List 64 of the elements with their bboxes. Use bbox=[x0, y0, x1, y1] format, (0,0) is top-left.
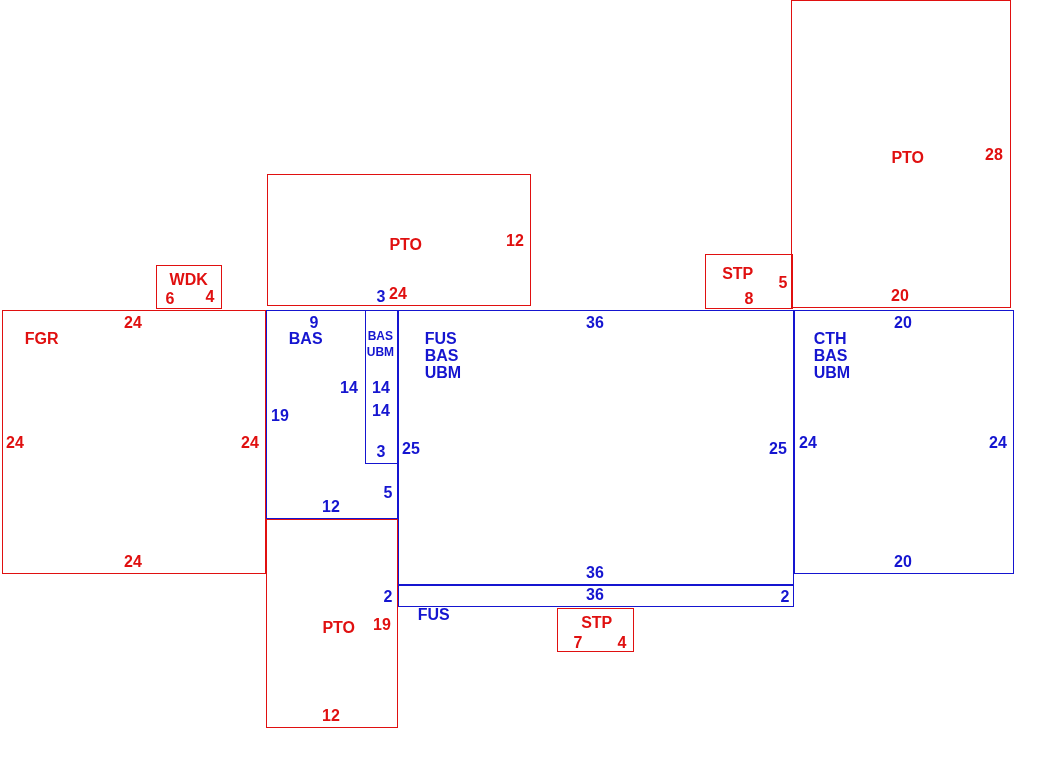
room-code: FUS bbox=[417, 605, 450, 623]
dimension-label: 4 bbox=[617, 633, 627, 651]
dimension-label: 25 bbox=[769, 439, 787, 457]
dimension-label: 36 bbox=[586, 313, 604, 331]
dimension-label: 8 bbox=[744, 289, 754, 307]
room-code: PTO bbox=[389, 235, 422, 253]
dimension-label: 4 bbox=[205, 287, 215, 305]
room-outline bbox=[156, 265, 222, 309]
room-outline bbox=[794, 310, 1014, 574]
dimension-label: 24 bbox=[799, 433, 817, 451]
dimension-label: 3 bbox=[376, 442, 386, 460]
dimension-label: 7 bbox=[573, 633, 583, 651]
room-outline bbox=[398, 310, 794, 585]
dimension-label: 6 bbox=[165, 289, 175, 307]
dimension-label: 24 bbox=[6, 433, 24, 451]
dimension-label: 36 bbox=[586, 563, 604, 581]
dimension-label: 14 bbox=[372, 378, 390, 396]
room-code: STP bbox=[581, 613, 613, 631]
room-outline bbox=[557, 608, 634, 652]
room-outline bbox=[267, 174, 531, 306]
room-code: FUS bbox=[424, 329, 457, 347]
dimension-label: 12 bbox=[506, 231, 524, 249]
dimension-label: 14 bbox=[340, 378, 358, 396]
dimension-label: 2 bbox=[383, 587, 393, 605]
dimension-label: 24 bbox=[124, 552, 142, 570]
dimension-label: 24 bbox=[241, 433, 259, 451]
dimension-label: 24 bbox=[989, 433, 1007, 451]
dimension-label: 28 bbox=[985, 145, 1003, 163]
dimension-label: 19 bbox=[373, 615, 391, 633]
room-code: CTH bbox=[813, 329, 847, 347]
dimension-label: 20 bbox=[894, 313, 912, 331]
room-code: BAS bbox=[367, 329, 394, 343]
dimension-label: 12 bbox=[322, 706, 340, 724]
room-outline bbox=[266, 519, 398, 728]
room-code: WDK bbox=[169, 270, 208, 288]
room-code: UBM bbox=[813, 363, 851, 381]
room-code: BAS bbox=[288, 329, 323, 347]
room-outline bbox=[705, 254, 793, 309]
dimension-label: 12 bbox=[322, 497, 340, 515]
dimension-label: 24 bbox=[389, 284, 407, 302]
room-code: BAS bbox=[813, 346, 848, 364]
dimension-label: 24 bbox=[124, 313, 142, 331]
dimension-label: 3 bbox=[376, 287, 386, 305]
dimension-label: 20 bbox=[894, 552, 912, 570]
dimension-label: 36 bbox=[586, 585, 604, 603]
room-code: BAS bbox=[424, 346, 459, 364]
room-code: FGR bbox=[24, 329, 59, 347]
room-outline bbox=[2, 310, 266, 574]
dimension-label: 5 bbox=[778, 273, 788, 291]
room-outline bbox=[364, 309, 398, 464]
room-code: UBM bbox=[424, 363, 462, 381]
dimension-label: 25 bbox=[402, 439, 420, 457]
dimension-label: 20 bbox=[891, 286, 909, 304]
room-outline bbox=[266, 310, 398, 519]
dimension-label: 2 bbox=[780, 587, 790, 605]
room-code: STP bbox=[722, 264, 754, 282]
dimension-label: 14 bbox=[372, 401, 390, 419]
dimension-label: 19 bbox=[271, 406, 289, 424]
room-outline bbox=[791, 0, 1011, 308]
room-code: PTO bbox=[322, 618, 355, 636]
room-code: UBM bbox=[366, 345, 395, 359]
dimension-label: 9 bbox=[309, 313, 319, 331]
dimension-label: 5 bbox=[383, 483, 393, 501]
room-code: PTO bbox=[891, 148, 924, 166]
